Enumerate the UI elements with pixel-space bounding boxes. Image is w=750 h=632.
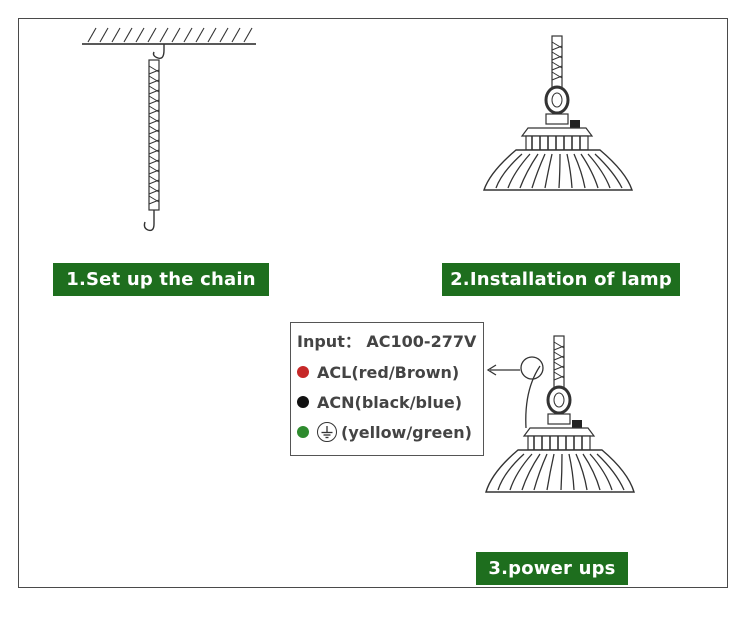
wiring-info-box: Input： AC100-277V ACL(red/Brown) ACN(bla… — [290, 322, 484, 456]
wire-acn-row: ACN(black/blue) — [297, 387, 483, 417]
step-3-label: 3.power ups — [476, 552, 628, 585]
lamp-icon — [485, 413, 635, 493]
wire-ground-label: (yellow/green) — [341, 422, 472, 442]
chain-icon — [143, 59, 160, 232]
step-2-label: 2.Installation of lamp — [442, 263, 680, 296]
chain-icon — [546, 335, 572, 415]
chain-icon — [544, 35, 570, 115]
wire-acl-label: ACL(red/Brown) — [317, 362, 460, 382]
diagram-frame — [18, 18, 728, 588]
wire-callout-icon — [486, 356, 544, 429]
wire-acl-row: ACL(red/Brown) — [297, 357, 483, 387]
lamp-installation-illustration — [483, 35, 633, 191]
ceiling-icon — [82, 27, 256, 45]
red-dot-icon — [297, 366, 309, 378]
green-dot-icon — [297, 426, 309, 438]
wire-ground-row: (yellow/green) — [297, 417, 483, 447]
wire-acn-label: ACN(black/blue) — [317, 392, 463, 412]
ceiling-chain-illustration — [82, 27, 256, 232]
lamp-icon — [483, 113, 633, 191]
black-dot-icon — [297, 396, 309, 408]
power-up-illustration — [485, 335, 635, 493]
hook-icon — [152, 44, 165, 60]
step-1-label: 1.Set up the chain — [53, 263, 269, 296]
ground-icon — [317, 422, 337, 442]
input-voltage-label: Input： AC100-277V — [297, 332, 477, 351]
